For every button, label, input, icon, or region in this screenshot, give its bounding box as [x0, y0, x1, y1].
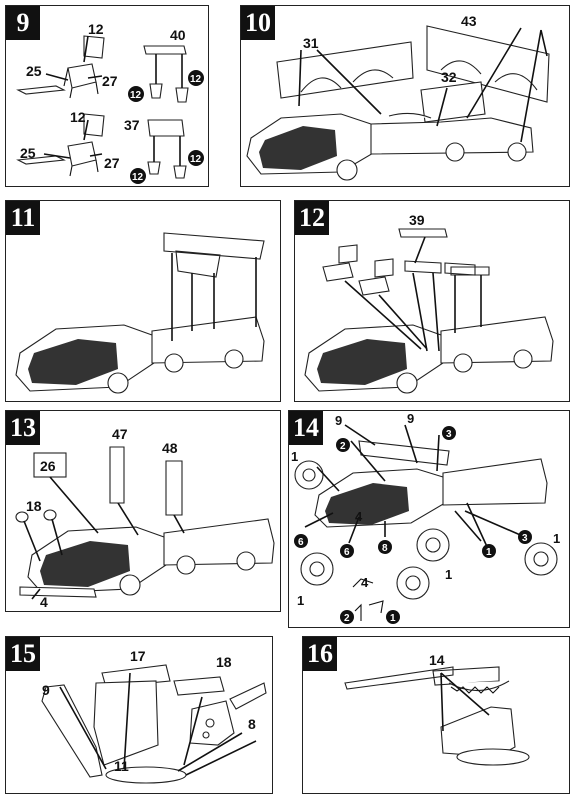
step-16-number: 16 — [303, 637, 337, 671]
step-9-number: 9 — [6, 6, 40, 40]
label-40: 40 — [170, 27, 186, 43]
label-3-top: 3 — [446, 429, 452, 440]
label-25-top: 25 — [26, 63, 42, 79]
step-12-panel: 12 39 — [294, 200, 570, 402]
label-2-top: 2 — [340, 441, 346, 452]
label-17: 17 — [130, 648, 146, 664]
part-18 — [173, 676, 225, 696]
label-47: 47 — [112, 426, 128, 442]
label-32: 32 — [441, 69, 457, 85]
step-9-diagram: 12 40 25 27 12 12 12 37 25 27 12 12 — [16, 21, 204, 184]
step-13-number: 13 — [6, 411, 40, 445]
step-16-diagram: 14 — [344, 652, 530, 766]
step-11-number: 11 — [6, 201, 40, 235]
label-4: 4 — [40, 594, 48, 610]
label-1-right: 1 — [553, 531, 560, 546]
step-10-diagram: 31 43 32 — [246, 13, 550, 181]
step-15-diagram: 17 18 9 8 11 — [41, 648, 267, 784]
label-18: 18 — [216, 654, 232, 670]
headlight-right — [43, 509, 57, 521]
vehicle-body — [19, 518, 275, 598]
part-39 — [398, 228, 448, 238]
step-12-number: 12 — [295, 201, 329, 235]
step-15-panel: 15 17 18 9 8 11 — [5, 636, 273, 794]
step-9-panel: 9 12 40 — [5, 5, 209, 187]
part-47 — [109, 446, 125, 504]
vehicle-body — [15, 316, 265, 394]
label-18: 18 — [26, 498, 42, 514]
label-2-bottom: 2 — [344, 613, 350, 624]
step-12-diagram: 39 — [304, 212, 554, 394]
label-4-mid: 4 — [355, 509, 363, 524]
step-13-diagram: 26 47 48 18 4 — [15, 426, 275, 610]
label-12-c2: 12 — [190, 74, 202, 85]
label-27-top: 27 — [102, 73, 118, 89]
label-37: 37 — [124, 117, 140, 133]
label-6-b: 6 — [344, 547, 350, 558]
seat-assembly-top — [16, 35, 105, 99]
label-1-circle: 1 — [486, 547, 492, 558]
label-1-bottom-left: 1 — [297, 593, 304, 608]
label-25-bottom: 25 — [20, 145, 36, 161]
step-15-number: 15 — [6, 637, 40, 671]
gun-mount — [440, 706, 516, 758]
label-43: 43 — [461, 13, 477, 29]
vehicle-body — [246, 112, 534, 181]
step-14-number: 14 — [289, 411, 323, 445]
part-40 — [143, 45, 189, 103]
label-26: 26 — [40, 458, 56, 474]
seats-group — [322, 244, 394, 296]
label-12-mid: 12 — [70, 109, 86, 125]
part-43-panel — [426, 25, 550, 103]
label-12-c1: 12 — [130, 90, 142, 101]
step-13-panel: 13 26 47 48 18 4 — [5, 410, 281, 612]
label-12-top: 12 — [88, 21, 104, 37]
wheels — [294, 460, 558, 600]
step-16-panel: 16 14 — [302, 636, 570, 794]
part-48 — [165, 460, 183, 516]
label-27-bottom: 27 — [104, 155, 120, 171]
part-14-gun — [344, 666, 500, 690]
label-9-a: 9 — [335, 413, 342, 428]
label-1-top: 1 — [291, 449, 298, 464]
label-8: 8 — [382, 543, 388, 554]
step-10-panel: 10 31 43 32 — [240, 5, 570, 187]
label-12-c4: 12 — [190, 154, 202, 165]
label-1-mid: 1 — [445, 567, 452, 582]
label-8: 8 — [248, 716, 256, 732]
vehicle-body — [314, 440, 548, 528]
label-48: 48 — [162, 440, 178, 456]
step-14-diagram: 9 9 2 3 1 4 6 6 8 3 1 1 1 1 4 2 1 — [291, 411, 560, 624]
label-14: 14 — [429, 652, 445, 668]
step-10-number: 10 — [241, 6, 275, 40]
step-11-panel: 11 — [5, 200, 281, 402]
label-9: 9 — [42, 682, 50, 698]
canopy-part — [163, 232, 265, 278]
label-12-c3: 12 — [132, 172, 144, 183]
part-9-shield — [41, 684, 103, 778]
headlight-left — [15, 511, 29, 523]
label-39: 39 — [409, 212, 425, 228]
part-37 — [147, 119, 187, 179]
part-32-panel — [420, 81, 486, 123]
part-31-panel — [276, 41, 414, 99]
seat-assembly-bottom — [16, 113, 105, 177]
label-1-bottom: 1 — [390, 613, 396, 624]
label-6-a: 6 — [298, 537, 304, 548]
label-4-bottom: 4 — [361, 575, 369, 590]
label-31: 31 — [303, 35, 319, 51]
step-14-panel: 14 9 9 2 3 1 4 6 6 8 3 1 1 — [288, 410, 570, 628]
label-11: 11 — [114, 758, 129, 774]
label-3-right: 3 — [522, 533, 528, 544]
gun-base — [456, 748, 530, 766]
step-11-diagram — [15, 232, 265, 394]
vehicle-body — [304, 316, 554, 394]
label-9-b: 9 — [407, 411, 414, 426]
